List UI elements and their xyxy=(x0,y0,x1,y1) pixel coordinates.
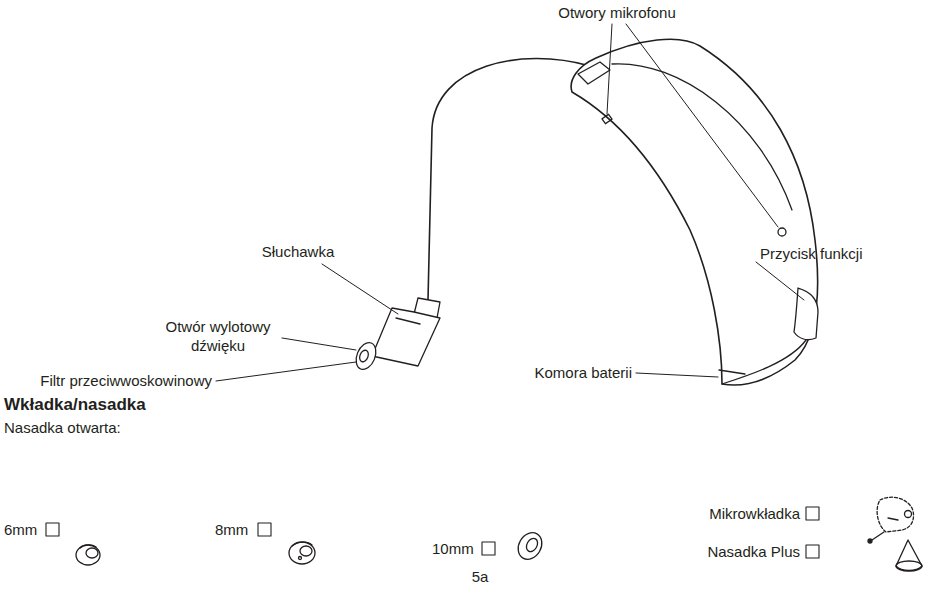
receiver xyxy=(352,298,440,372)
page-number: 5a xyxy=(472,568,489,587)
micro-mold xyxy=(868,497,914,543)
callout-label: Komora baterii xyxy=(534,364,632,383)
section-subheading: Nasadka otwarta: xyxy=(4,419,121,438)
checkbox xyxy=(46,507,819,558)
microphone-hole xyxy=(778,228,786,236)
microphone-hole xyxy=(602,114,612,124)
option-label: 10mm xyxy=(432,540,474,559)
section-heading: Wkładka/nasadka xyxy=(4,394,146,415)
callout-label: Otwory mikrofonu xyxy=(558,4,676,23)
option-label: 8mm xyxy=(215,521,248,540)
callout-label: Otwór wylotowy dźwięku xyxy=(155,318,281,356)
leader-lines xyxy=(216,24,804,381)
callout-label: Przycisk funkcji xyxy=(760,245,863,264)
open-dome-10mm xyxy=(513,528,546,563)
callout-label: Słuchawka xyxy=(262,243,335,262)
option-label: Nasadka Plus xyxy=(707,543,800,562)
function-button xyxy=(794,288,818,340)
option-label: Mikrowkładka xyxy=(709,505,800,524)
callout-label: Filtr przeciwwoskowinowy xyxy=(40,372,212,391)
open-dome-8mm xyxy=(289,542,315,564)
option-label: 6mm xyxy=(4,521,37,540)
battery-door xyxy=(719,370,745,374)
open-dome-6mm xyxy=(76,545,100,565)
receiver-wire xyxy=(428,59,590,300)
plus-dome xyxy=(896,540,922,571)
